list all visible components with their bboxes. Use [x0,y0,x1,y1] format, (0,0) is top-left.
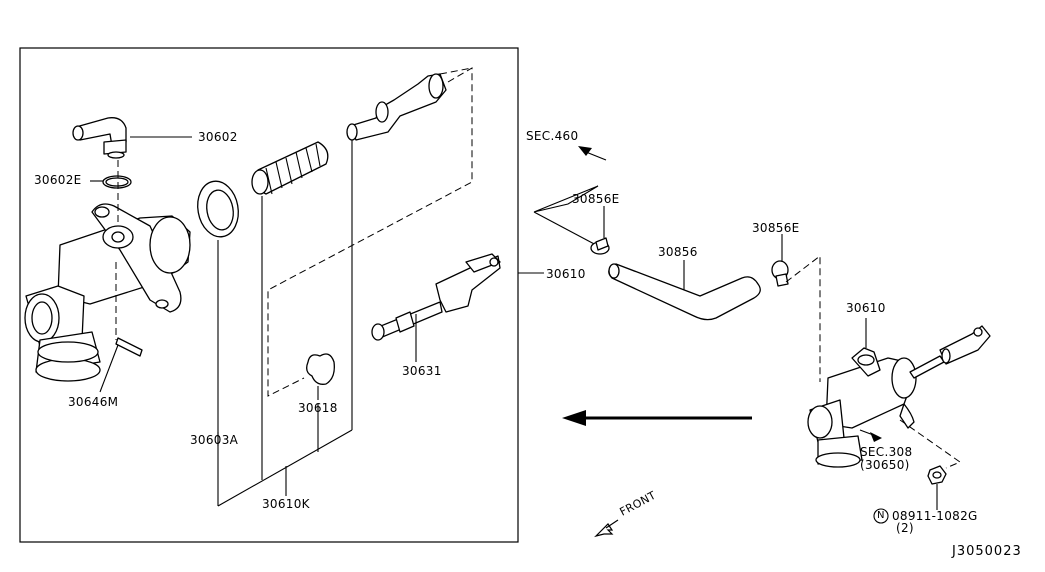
assembled-master-cylinder [807,318,991,469]
hose-30856 [608,260,761,321]
sec460-pointer [533,146,607,247]
kit-dashed-outline [267,67,473,397]
o-ring-30602E [90,175,132,189]
exploded-view-frame [19,47,519,543]
hose-clamp-left [590,206,610,255]
label-30610-main: 30610 [546,267,586,281]
pin-30646M [99,262,143,393]
nut-08911-1082G [927,465,947,510]
kit-bracket-30610K [217,140,353,507]
label-30856E-right: 30856E [752,221,800,235]
label-30602E: 30602E [34,173,82,187]
label-30646M: 30646M [68,395,119,409]
label-sec308-sub: (30650) [860,458,910,472]
spring [251,141,329,195]
front-direction-arrow [562,410,752,426]
label-30602: 30602 [198,130,238,144]
label-30856E-left: 30856E [572,192,620,206]
nut-marker-circle [873,508,889,524]
label-30618: 30618 [298,401,338,415]
push-rod-30631 [371,253,501,362]
seal-30618 [306,353,335,400]
hose-route-dash [785,254,821,382]
diagram-id: J3050023 [952,544,1022,559]
label-30603A: 30603A [190,433,239,447]
master-cylinder-body [24,203,191,382]
elbow-fitting-30602 [72,117,192,159]
label-30610K: 30610K [262,497,310,511]
piston-rod [346,73,447,141]
label-30856: 30856 [658,245,698,259]
label-nut-qty: (2) [896,521,914,535]
label-nut-code: 08911-1082G [892,509,978,523]
label-sec308: SEC.308 [860,445,913,459]
label-30610-small: 30610 [846,301,886,315]
hose-clamp-right [771,234,789,287]
label-sec460: SEC.460 [526,129,579,143]
front-small-arrow [594,519,619,538]
nut-marker-letter: N [877,510,885,521]
label-30631: 30631 [402,364,442,378]
seal-30603A [197,180,239,238]
